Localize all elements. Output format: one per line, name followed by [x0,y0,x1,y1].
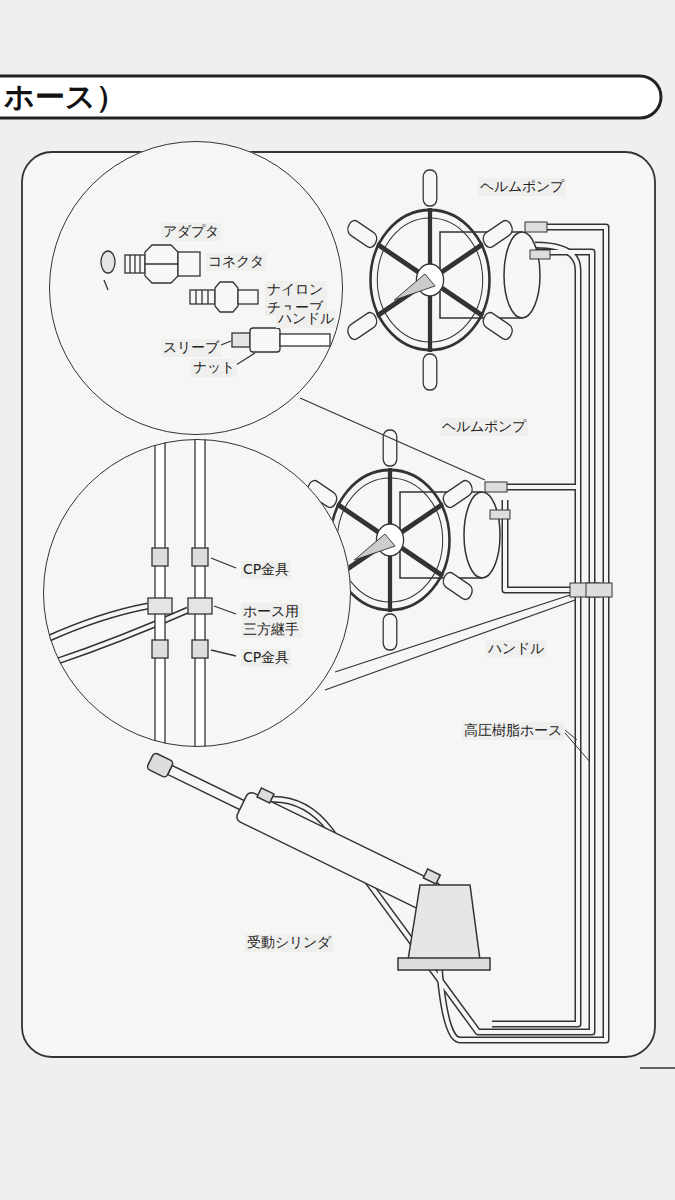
part-label: ヘルムポンプ [440,418,528,436]
part-label: アダプタ [161,223,221,241]
part-label: 受動シリンダ [245,934,333,952]
part-label: コネクタ [206,253,266,271]
part-label: ナット [191,359,237,377]
part-label: ハンドル [276,310,336,328]
section-title: ホース） [4,78,126,116]
part-label: ハンドル [486,640,546,658]
part-label: ホース用三方継手 [241,603,303,638]
part-label: CP金具 [241,649,291,667]
part-label: CP金具 [241,561,291,579]
part-label: ヘルムポンプ [478,178,566,196]
callout-circle: CP金具ホース用三方継手CP金具 [43,439,351,747]
part-label: スリーブ [161,339,221,357]
part-label: 高圧樹脂ホース [462,722,564,740]
callout-circle: アダプタコネクタナイロンチューブスリーブナット [49,141,343,435]
